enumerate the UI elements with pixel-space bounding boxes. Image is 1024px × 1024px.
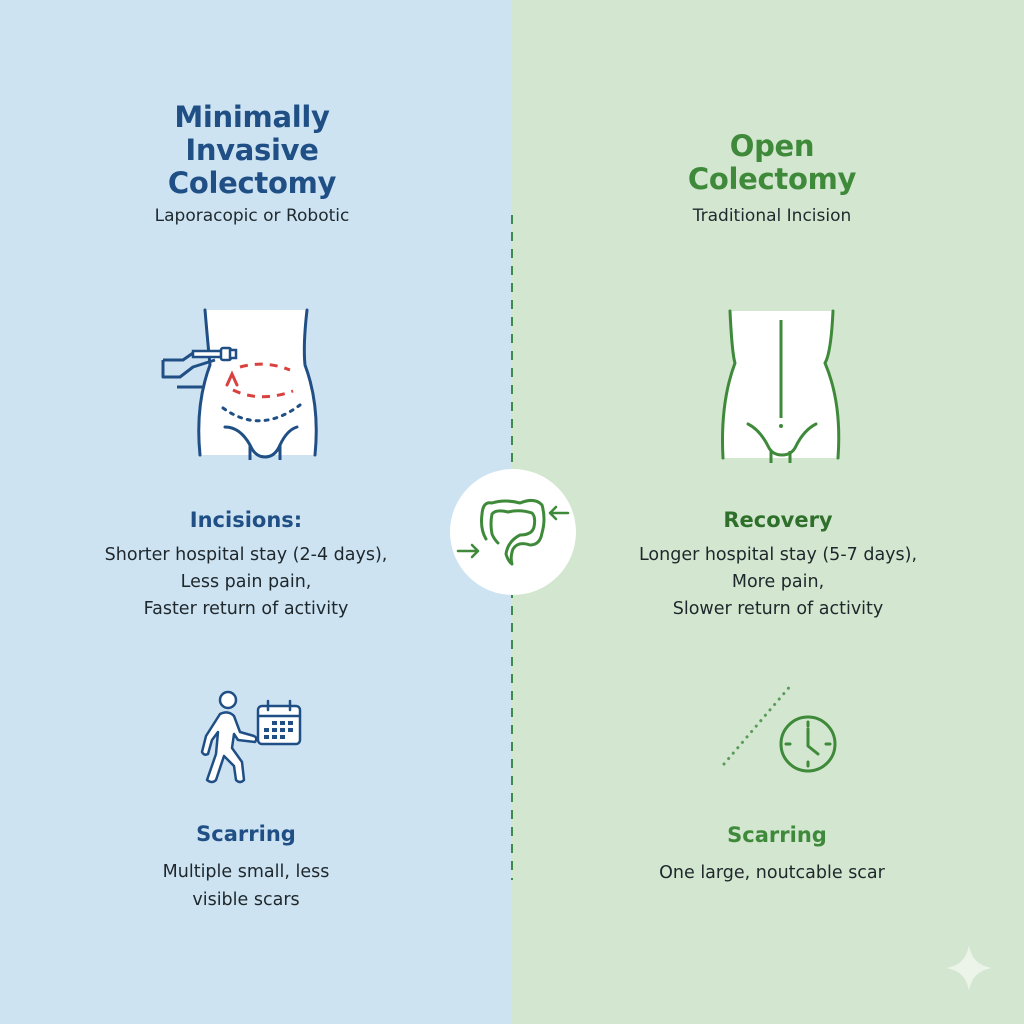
clock-icon bbox=[718, 678, 843, 778]
left-section1-text: Shorter hospital stay (2-4 days), Less p… bbox=[86, 542, 406, 623]
minimally-invasive-panel bbox=[0, 0, 512, 1024]
right-title-line-1: Open bbox=[729, 129, 815, 163]
right-section2-text: One large, noutcable scar bbox=[622, 860, 922, 887]
left-section2-text: Multiple small, less visible scars bbox=[96, 858, 396, 914]
colon-icon bbox=[456, 498, 570, 566]
abdomen-vertical-incision-icon bbox=[720, 308, 842, 463]
left-section2-line-1: Multiple small, less bbox=[162, 862, 330, 882]
left-title: Minimally Invasive Colectomy bbox=[102, 101, 402, 200]
right-section1-heading: Recovery bbox=[723, 508, 833, 532]
right-subtitle: Traditional Incision bbox=[692, 206, 852, 226]
center-colon-badge bbox=[450, 469, 576, 595]
right-section1-line-1: Longer hospital stay (5-7 days), bbox=[638, 545, 918, 565]
left-section1-heading: Incisions: bbox=[189, 508, 303, 532]
walking-person-calendar-icon bbox=[192, 688, 307, 788]
left-section1-line-1: Shorter hospital stay (2-4 days), bbox=[104, 545, 388, 565]
right-section1-line-3: Slower return of activity bbox=[672, 599, 884, 619]
left-section2-heading: Scarring bbox=[196, 822, 296, 846]
right-section1-text: Longer hospital stay (5-7 days), More pa… bbox=[618, 542, 938, 623]
open-colectomy-panel bbox=[512, 0, 1024, 1024]
left-section2-line-2: visible scars bbox=[192, 890, 300, 910]
left-title-line-3: Colectomy bbox=[167, 166, 337, 200]
right-title-line-2: Colectomy bbox=[687, 162, 857, 196]
right-title: Open Colectomy bbox=[622, 130, 922, 196]
left-subtitle: Laporacopic or Robotic bbox=[154, 206, 350, 226]
left-title-line-1: Minimally bbox=[174, 100, 330, 134]
right-section2-heading: Scarring bbox=[727, 823, 827, 847]
left-title-line-2: Invasive bbox=[185, 133, 319, 167]
right-section1-line-2: More pain, bbox=[731, 572, 825, 592]
abdomen-small-incisions-icon bbox=[155, 305, 325, 465]
left-section1-line-3: Faster return of activity bbox=[143, 599, 349, 619]
right-section2-line-1: One large, noutcable scar bbox=[659, 863, 885, 883]
sparkle-icon bbox=[944, 943, 994, 993]
left-section1-line-2: Less pain pain, bbox=[180, 572, 312, 592]
